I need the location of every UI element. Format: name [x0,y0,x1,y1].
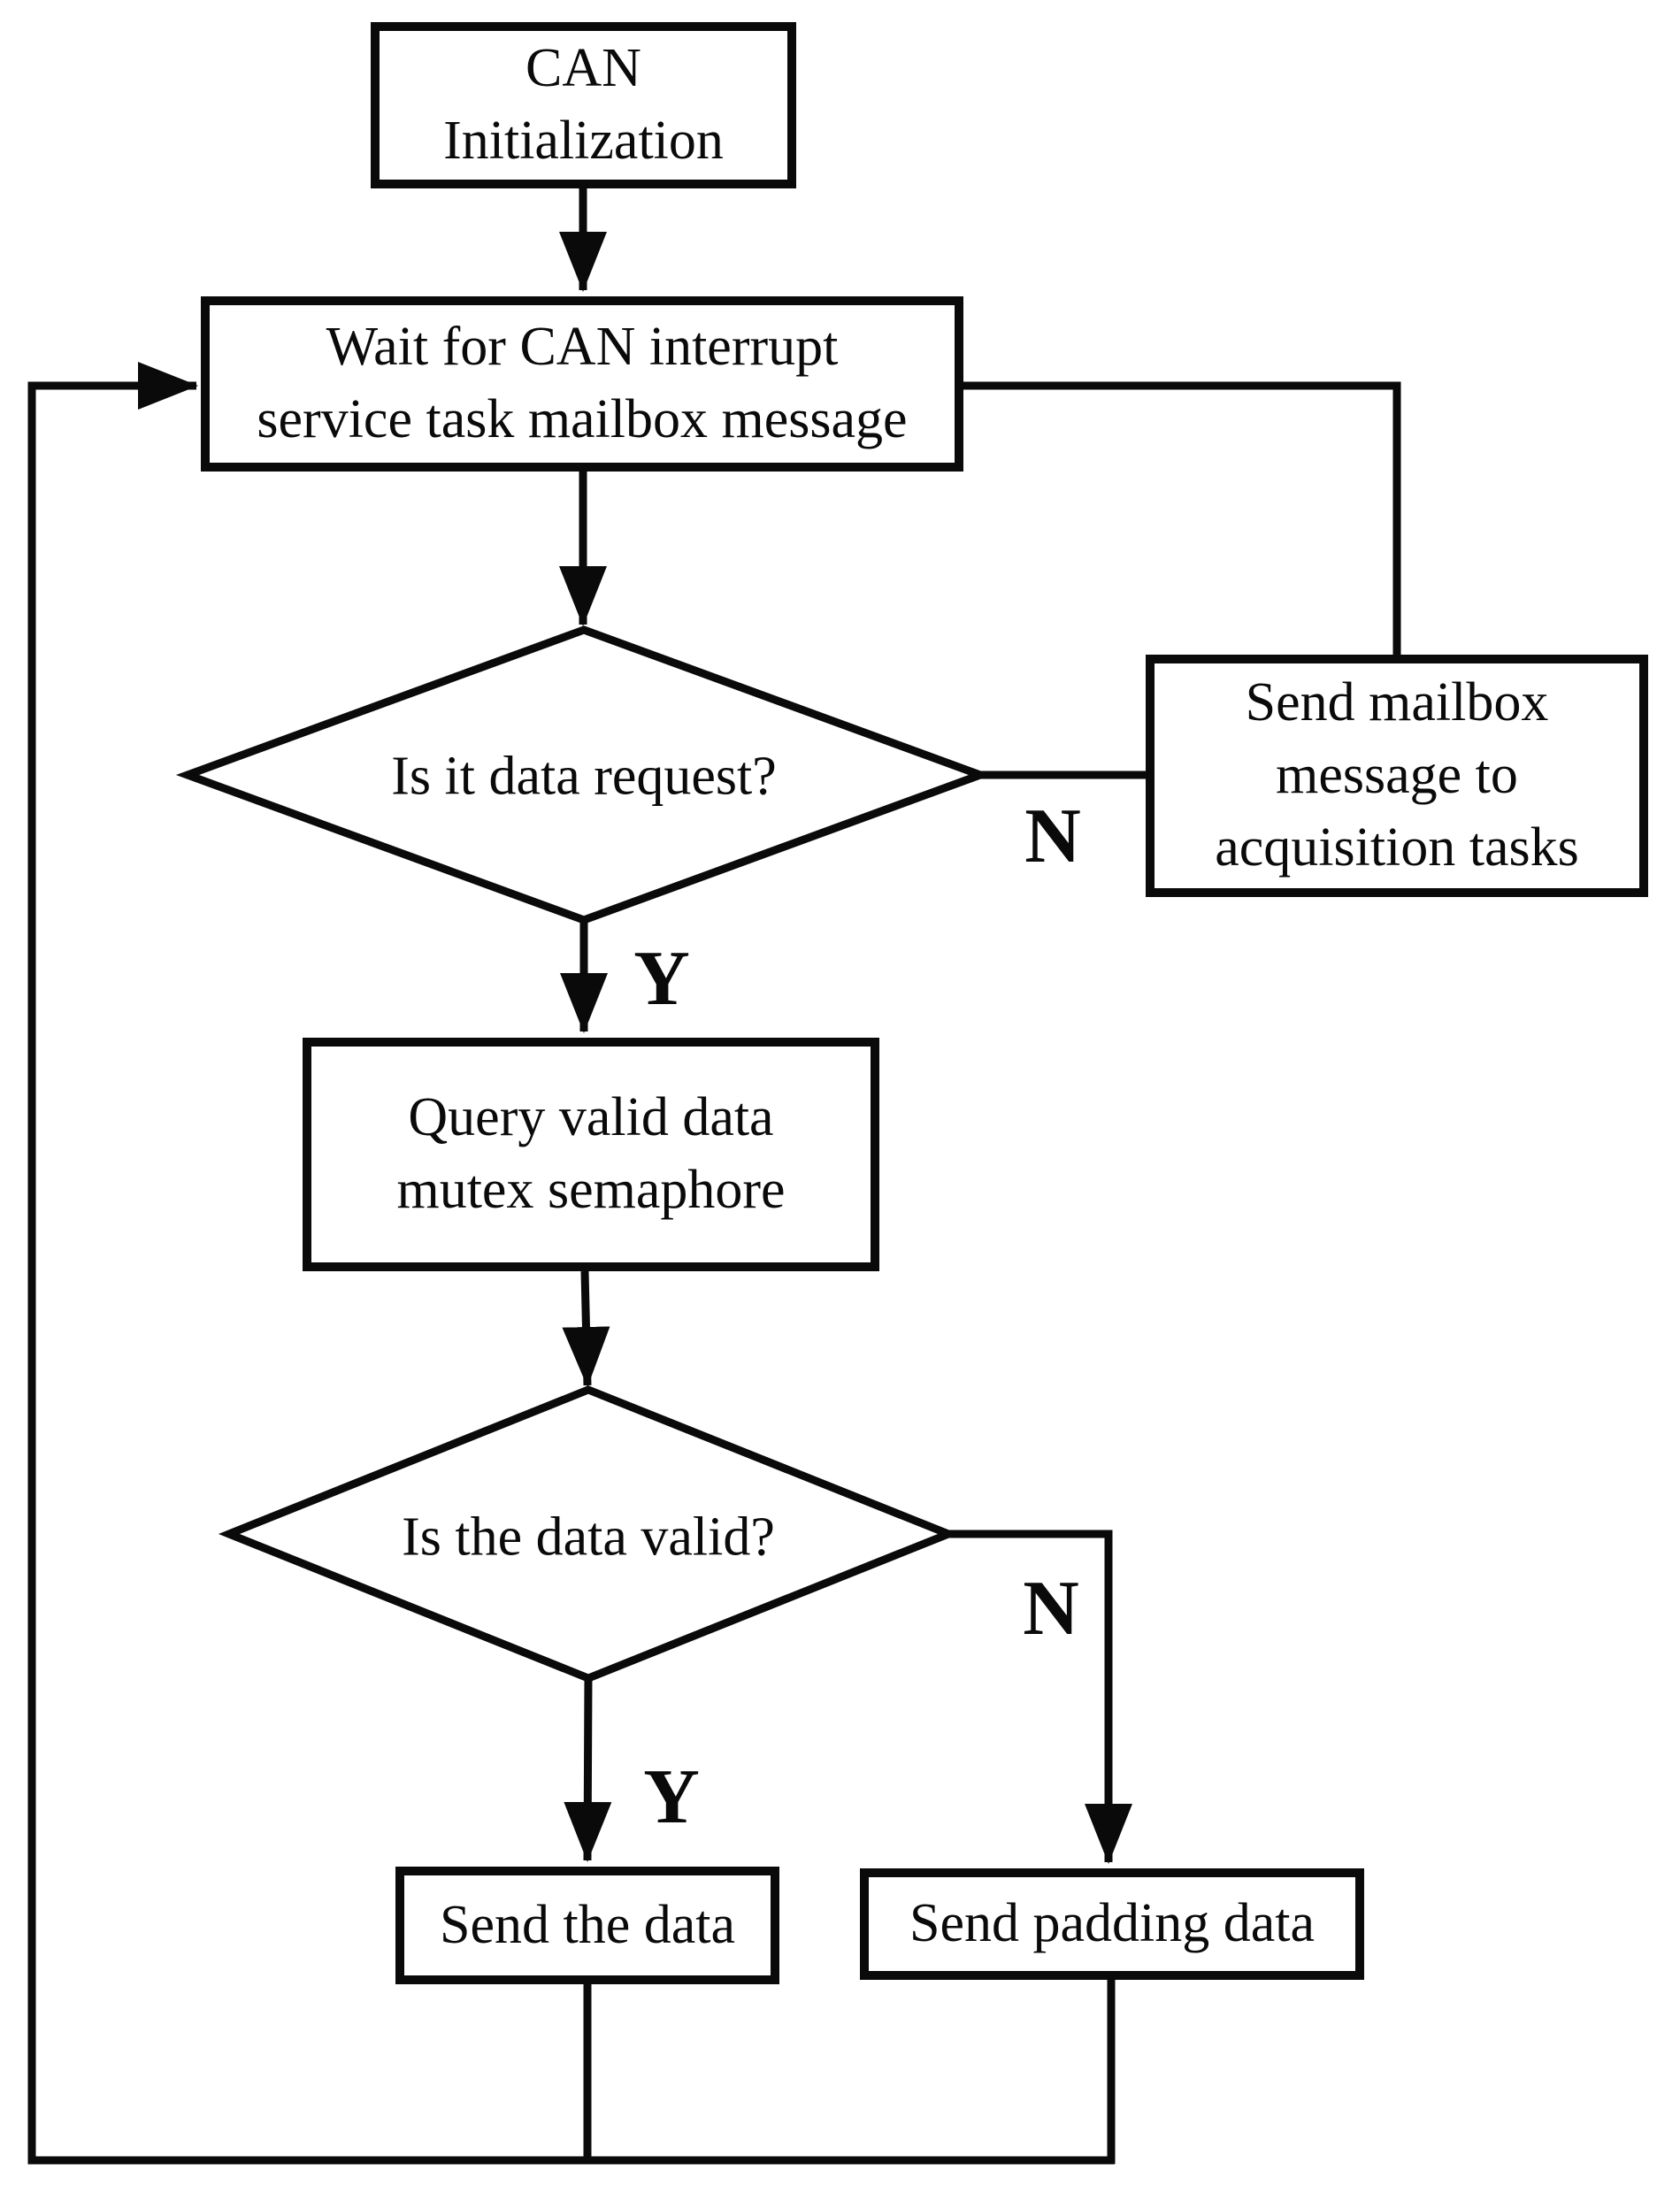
node-send-padding-data-label: Send padding data [909,1893,1315,1954]
node-send-mailbox-message-label: Send mailbox message to acquisition task… [1215,672,1579,878]
edge-label-data-request-yes: Y [633,936,690,1022]
edge-decision-data-valid-to-send-data [564,1675,612,1862]
edge-label-data-valid-no: N [1023,1566,1079,1652]
decision-data-valid-shape [218,1385,960,1683]
edge-label-data-valid-yes: Y [643,1754,700,1840]
node-can-initialization: CAN Initialization [371,22,796,188]
node-query-mutex-semaphore: Query valid data mutex semaphore [303,1038,879,1271]
edge-send-mailbox-return-to-wait [962,381,1401,656]
edge-return-loop-to-wait [27,362,1115,2165]
node-send-padding-data: Send padding data [860,1868,1364,1980]
edge-decision-data-valid-to-send-padding [945,1530,1132,1864]
node-can-initialization-label: CAN Initialization [443,38,724,171]
node-send-the-data: Send the data [395,1867,779,1984]
edge-query-to-decision-data-valid [562,1270,610,1387]
node-send-the-data-label: Send the data [439,1894,735,1955]
node-wait-for-can-interrupt-label: Wait for CAN interrupt service task mail… [257,317,908,449]
node-wait-for-can-interrupt: Wait for CAN interrupt service task mail… [201,296,963,472]
decision-data-request-label: Is it data request? [391,746,777,807]
node-send-mailbox-message: Send mailbox message to acquisition task… [1146,655,1648,897]
edge-label-data-request-no: N [1024,794,1081,879]
node-query-mutex-semaphore-label: Query valid data mutex semaphore [396,1087,786,1220]
decision-data-valid-label: Is the data valid? [402,1507,775,1568]
decision-data-request-shape [175,625,993,924]
